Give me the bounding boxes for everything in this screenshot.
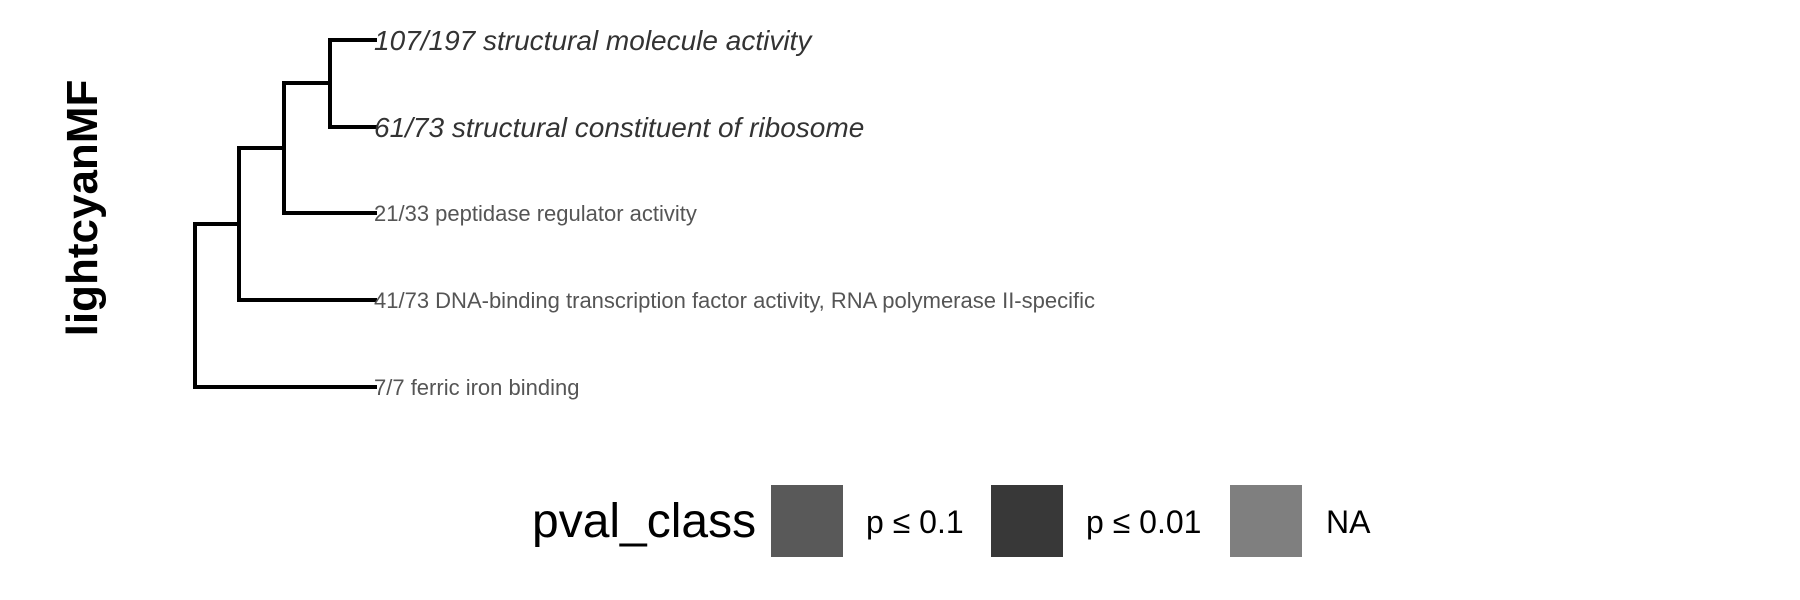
tip-label-structural-constituent-of-ribosome: 61/73 structural constituent of ribosome — [374, 112, 864, 143]
dendrogram — [193, 38, 377, 389]
legend-label-p-le-0.1: p ≤ 0.1 — [866, 504, 964, 540]
tip-label-dna-binding-tf-activity: 41/73 DNA-binding transcription factor a… — [374, 288, 1095, 313]
tip-label-ferric-iron-binding: 7/7 ferric iron binding — [374, 375, 579, 400]
legend-title: pval_class — [532, 495, 756, 548]
legend-swatch-p-le-0.1 — [771, 485, 843, 557]
legend-label-p-le-0.01: p ≤ 0.01 — [1086, 504, 1201, 540]
legend-swatch-p-le-0.01 — [991, 485, 1063, 557]
tip-labels: 107/197 structural molecule activity 61/… — [374, 25, 1095, 400]
legend: pval_class p ≤ 0.1 p ≤ 0.01 NA — [532, 485, 1371, 557]
legend-label-na: NA — [1326, 504, 1371, 540]
tip-label-peptidase-regulator-activity: 21/33 peptidase regulator activity — [374, 201, 697, 226]
legend-swatch-na — [1230, 485, 1302, 557]
tip-label-structural-molecule-activity: 107/197 structural molecule activity — [374, 25, 813, 56]
module-label: lightcyanMF — [58, 80, 107, 337]
